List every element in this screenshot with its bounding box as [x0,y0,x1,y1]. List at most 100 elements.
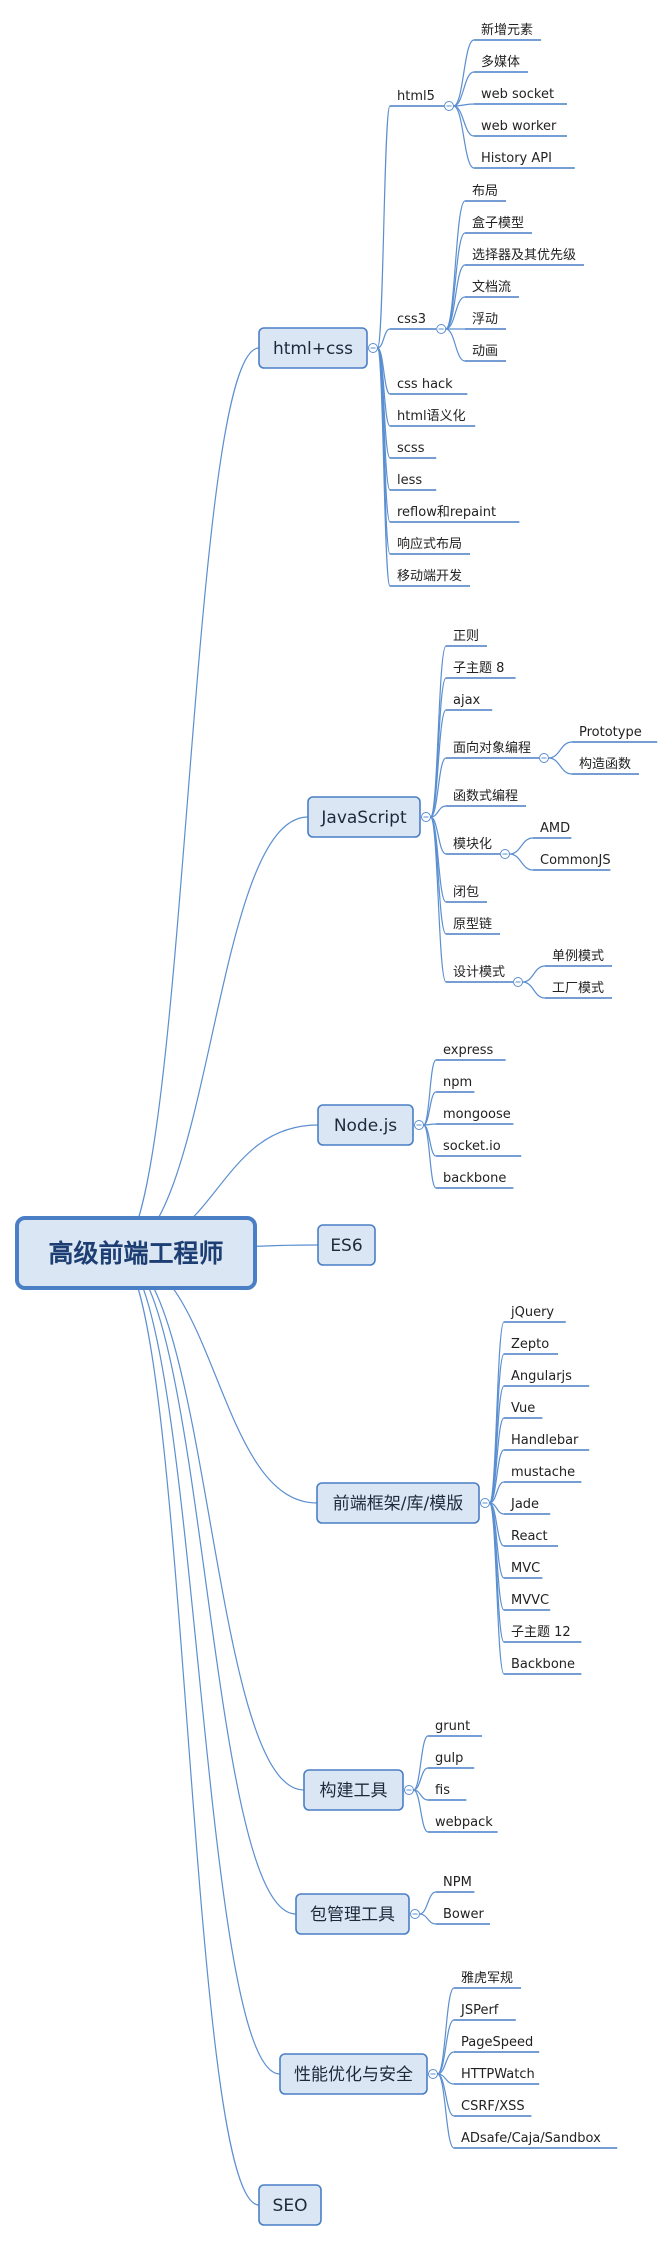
sub-topic[interactable]: html语义化 [397,409,466,424]
connector-line [489,1481,505,1504]
branch-topic[interactable] [279,2053,428,2095]
sub-topic[interactable]: css hack [397,377,453,392]
leaf-topic[interactable]: Prototype [579,725,642,740]
sub-topic[interactable]: HTTPWatch [461,2067,535,2082]
sub-topic[interactable]: 原型链 [453,917,492,932]
sub-topic[interactable]: 模块化 [453,837,492,852]
leaf-topic[interactable]: 单例模式 [552,949,604,964]
connector-line [445,328,466,362]
sub-topic[interactable]: html5 [397,89,435,104]
sub-topic[interactable]: 响应式布局 [397,536,462,552]
sub-topic[interactable]: webpack [435,1815,493,1830]
branch-topic-label: SEO [273,2196,308,2216]
branch-topic[interactable] [317,1104,414,1146]
branch-topic[interactable] [317,1224,376,1266]
leaf-topic[interactable]: web socket [481,87,554,102]
branch-topic[interactable] [258,327,368,369]
sub-topic[interactable]: backbone [443,1171,506,1186]
sub-topic[interactable]: css3 [397,312,426,327]
sub-topic[interactable]: 雅虎军规 [461,1971,513,1986]
leaf-topic[interactable]: 布局 [472,184,498,199]
collapse-toggle-icon[interactable] [513,977,523,987]
sub-topic[interactable]: Bower [443,1907,485,1922]
collapse-toggle-icon[interactable] [414,1120,424,1130]
branch-topic[interactable] [316,1482,480,1524]
branch-topic[interactable] [258,2184,322,2226]
sub-topic[interactable]: MVC [511,1561,540,1576]
sub-topic[interactable]: 函数式编程 [453,789,518,804]
sub-topic[interactable]: express [443,1043,494,1058]
sub-topic[interactable]: 移动端开发 [397,568,462,584]
sub-topic[interactable]: CSRF/XSS [461,2099,525,2114]
sub-topic[interactable]: 子主题 8 [453,661,504,676]
branch-topic-label: 性能优化与安全 [294,2065,413,2085]
leaf-topic[interactable]: 工厂模式 [552,981,604,996]
leaf-topic[interactable]: 新增元素 [481,22,533,38]
leaf-topic[interactable]: 动画 [472,344,498,359]
sub-topic[interactable]: Zepto [511,1337,549,1352]
collapse-toggle-icon[interactable] [428,2069,438,2079]
sub-topic[interactable]: NPM [443,1875,472,1890]
branch-topic[interactable] [295,1893,410,1935]
collapse-toggle-icon[interactable] [500,849,510,859]
root-topic[interactable] [15,1216,257,1290]
leaf-topic[interactable]: 盒子模型 [472,215,524,231]
connector-line [115,1252,297,1915]
sub-topic[interactable]: 设计模式 [453,965,505,980]
branch-topic[interactable] [303,1769,404,1811]
sub-topic[interactable]: grunt [435,1719,470,1734]
leaf-topic[interactable]: web worker [481,119,557,134]
sub-topic[interactable]: 正则 [453,629,479,644]
sub-topic[interactable]: 闭包 [453,885,479,900]
sub-topic[interactable]: Jade [510,1497,539,1512]
collapse-toggle-icon[interactable] [421,812,431,822]
connector-line [522,965,546,983]
sub-topic[interactable]: npm [443,1075,472,1090]
leaf-topic[interactable]: History API [481,151,552,166]
sub-topic[interactable]: Handlebar [511,1433,579,1448]
leaf-topic[interactable]: 文档流 [472,280,511,295]
sub-topic[interactable]: mongoose [443,1107,511,1122]
sub-topic[interactable]: Vue [511,1401,535,1416]
collapse-toggle-icon[interactable] [436,324,447,334]
sub-topic[interactable]: gulp [435,1751,463,1766]
leaf-topic[interactable]: 多媒体 [481,54,520,70]
connector-line [419,1891,437,1915]
leaf-topic[interactable]: AMD [540,821,570,836]
leaf-topic[interactable]: CommonJS [540,853,611,868]
sub-topic[interactable]: ajax [453,693,481,708]
connector-line [445,296,466,330]
connector-line [445,200,466,330]
collapse-toggle-icon[interactable] [539,753,549,763]
connector-line [115,1252,281,2075]
sub-topic[interactable]: Angularjs [511,1369,572,1384]
sub-topic[interactable]: mustache [511,1465,575,1480]
connector-line [509,837,534,855]
collapse-toggle-icon[interactable] [404,1785,414,1795]
sub-topic[interactable]: scss [397,441,425,456]
collapse-toggle-icon[interactable] [368,343,378,353]
sub-topic[interactable]: MVVC [511,1593,549,1608]
branch-topic[interactable] [307,796,421,838]
sub-topic[interactable]: Backbone [511,1657,575,1672]
sub-topic[interactable]: 面向对象编程 [453,740,531,756]
sub-topic[interactable]: React [511,1529,548,1544]
leaf-topic[interactable]: 构造函数 [579,757,631,772]
connector-line [115,1252,318,1504]
sub-topic[interactable]: socket.io [443,1139,501,1154]
collapse-toggle-icon[interactable] [480,1498,490,1508]
sub-topic[interactable]: less [397,473,422,488]
connector-line [548,757,573,775]
leaf-topic[interactable]: 浮动 [472,312,498,327]
collapse-toggle-icon[interactable] [410,1909,420,1919]
sub-topic[interactable]: JSPerf [460,2003,499,2018]
sub-topic[interactable]: PageSpeed [461,2035,533,2050]
connector-line [422,1124,437,1189]
collapse-toggle-icon[interactable] [444,101,454,111]
sub-topic[interactable]: jQuery [510,1305,554,1320]
sub-topic[interactable]: fis [435,1783,450,1798]
sub-topic[interactable]: ADsafe/Caja/Sandbox [461,2131,601,2146]
leaf-topic[interactable]: 选择器及其优先级 [472,248,576,263]
sub-topic[interactable]: 子主题 12 [511,1625,571,1640]
sub-topic[interactable]: reflow和repaint [397,505,496,520]
